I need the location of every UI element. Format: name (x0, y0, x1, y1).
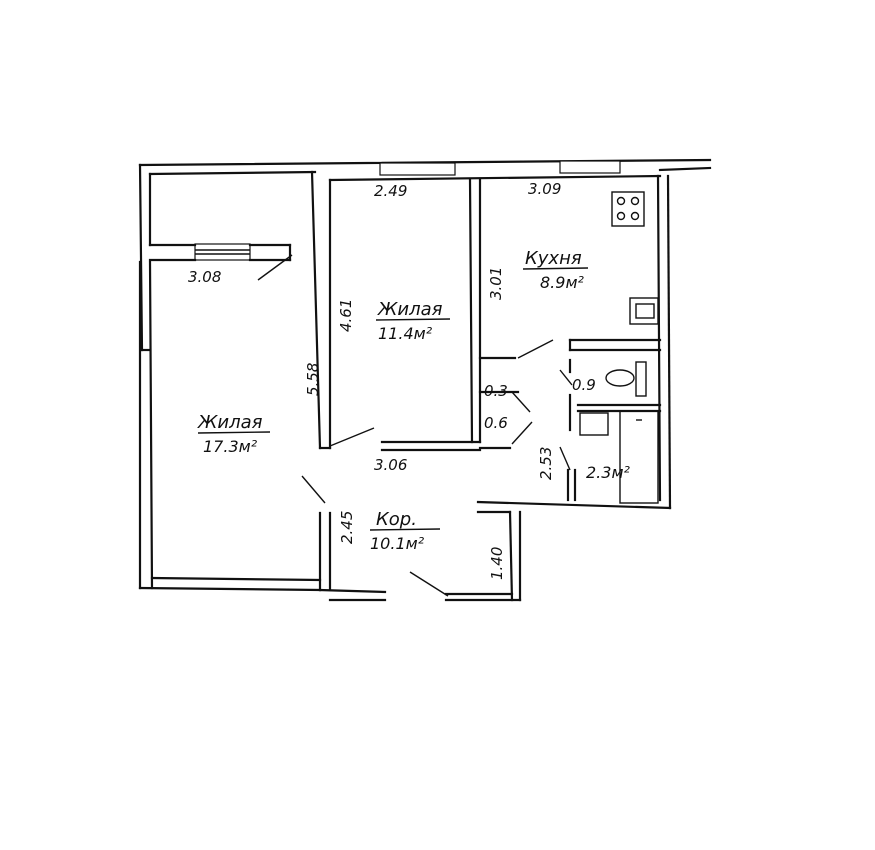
dimension-labels: 2.49 3.09 3.08 0.3 0.9 0.6 3.06 4.61 3.0… (188, 180, 596, 580)
dimension-bedroom-top: 2.49 (374, 182, 407, 200)
dimension-balcony: 3.08 (188, 268, 221, 286)
dimension-corridor-right: 1.40 (488, 547, 506, 580)
room-area-kitchen: 8.9м² (540, 273, 585, 292)
room-name-living-large: Жилая (197, 412, 263, 433)
room-name-corridor: Кор. (376, 509, 417, 530)
stove-icon (611, 191, 645, 227)
dimension-closet-bottom: 0.6 (484, 414, 508, 432)
room-area-bathroom: 2.3м² (586, 463, 631, 482)
room-name-kitchen: Кухня (525, 248, 582, 269)
windows (194, 160, 621, 261)
balcony-partition (148, 243, 293, 281)
toilet-icon (605, 361, 647, 397)
dimension-closet-top: 0.3 (484, 382, 508, 400)
dimension-wc: 0.9 (572, 376, 596, 394)
dimension-kitchen-top: 3.09 (528, 180, 561, 198)
dimension-kitchen-left: 3.01 (487, 267, 505, 300)
washbasin-icon (579, 412, 609, 436)
fixtures (579, 191, 659, 504)
room-area-corridor: 10.1м² (370, 534, 425, 553)
bathtub-icon (619, 410, 659, 504)
dimension-corridor-left: 2.45 (338, 511, 356, 544)
dimension-living-side: 5.58 (304, 363, 322, 396)
dimension-bedroom-left: 4.61 (337, 299, 355, 332)
dimension-bath-side: 2.53 (537, 447, 555, 480)
room-area-living-small: 11.4м² (378, 324, 433, 343)
room-name-living-small: Жилая (377, 299, 443, 320)
dimension-corridor-top: 3.06 (374, 456, 407, 474)
outer-walls (138, 158, 712, 602)
kitchen-sink-icon (629, 297, 659, 325)
interior-walls (301, 170, 662, 602)
room-labels: Жилая 17.3м² Жилая 11.4м² Кухня 8.9м² Ко… (197, 248, 631, 553)
room-area-living-large: 17.3м² (203, 437, 258, 456)
